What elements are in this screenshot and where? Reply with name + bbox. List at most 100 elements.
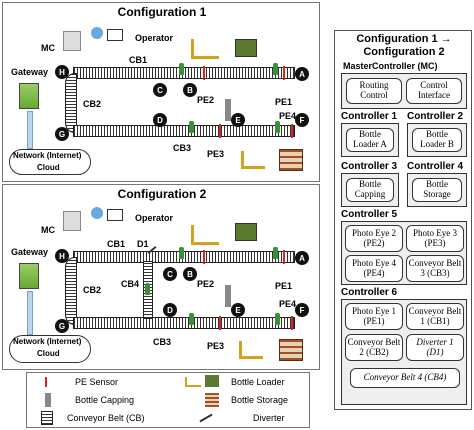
operator-icon	[91, 207, 103, 219]
bottle-storage-rack-icon	[279, 339, 303, 361]
gateway-label: Gateway	[11, 247, 49, 257]
gateway-server-icon	[19, 83, 39, 109]
mc-computer-icon	[63, 31, 81, 51]
c5-title: Controller 5	[341, 209, 398, 220]
pe2-sensor	[203, 250, 205, 264]
bottle	[189, 121, 194, 133]
pe4-sensor	[291, 316, 293, 330]
node-h: H	[55, 65, 69, 79]
bottle	[179, 247, 184, 259]
d1-label: D1	[137, 239, 149, 249]
pe1-label: PE1	[275, 97, 293, 107]
pe3-label: PE3	[207, 341, 225, 351]
network-label: Network (Internet)	[13, 151, 82, 160]
control-interface-pill: Control Interface	[406, 78, 462, 104]
controllers-title-line2: Configuration 2	[363, 46, 445, 58]
diverter-legend-icon	[199, 413, 213, 423]
cloud-label: Cloud	[37, 349, 60, 358]
c4-title: Controller 4	[407, 161, 464, 172]
cb1-belt	[73, 251, 295, 263]
bottle-capping-legend-icon	[45, 393, 51, 407]
robot-arm-icon	[191, 39, 219, 59]
bottle	[273, 63, 278, 75]
c4-box: Bottle Storage	[407, 173, 467, 207]
config2-panel: Configuration 2 MC Operator Gateway CB1 …	[2, 184, 320, 370]
bottle	[275, 121, 280, 133]
controllers-title-line1: Configuration 1 →	[356, 33, 452, 45]
robot-arm-icon	[241, 151, 265, 169]
routing-control-pill: Routing Control	[346, 78, 402, 104]
node-b: B	[183, 83, 197, 97]
node-a: A	[295, 251, 309, 265]
controllers-panel: Configuration 1 → Configuration 2 Master…	[334, 30, 472, 410]
bottle-loader-crate-icon	[235, 223, 257, 241]
node-c: C	[153, 83, 167, 97]
node-h: H	[55, 249, 69, 263]
robot-arm-icon	[239, 341, 263, 359]
mc-label: MC	[41, 43, 55, 53]
bottle	[179, 63, 184, 75]
node-d: D	[163, 303, 177, 317]
conveyor-belt-legend-icon	[41, 411, 53, 425]
c1-title: Controller 1	[341, 111, 398, 122]
pe1-pill: Photo Eye 1 (PE1)	[345, 303, 403, 330]
c2-box: Bottle Loader B	[407, 123, 467, 157]
pe3-sensor	[219, 124, 221, 138]
robot-arm-icon	[191, 225, 219, 245]
cloud-shape	[9, 335, 91, 363]
cb1-pill: Conveyor Belt 1 (CB1)	[406, 303, 464, 330]
cb2-belt	[65, 73, 77, 133]
config1-panel: Configuration 1 MC Operator Gateway CB1 …	[2, 2, 320, 182]
bottle-loader-a-pill: Bottle Loader A	[346, 128, 394, 152]
bottle	[145, 283, 150, 295]
bottle-capping-pill: Bottle Capping	[346, 178, 394, 202]
bottle-capping-icon	[225, 99, 231, 121]
pe4-pill: Photo Eye 4 (PE4)	[345, 255, 403, 282]
bottle-loader-legend-icon	[185, 377, 201, 387]
pe2-label: PE2	[197, 279, 215, 289]
cb3-label: CB3	[173, 143, 192, 153]
legend-bottle-capping: Bottle Capping	[75, 395, 135, 405]
operator-label: Operator	[135, 33, 174, 43]
legend-pe-sensor: PE Sensor	[75, 377, 119, 387]
node-g: G	[55, 127, 69, 141]
cb1-belt	[73, 67, 295, 79]
node-f: F	[295, 113, 309, 127]
pe4-sensor	[291, 124, 293, 138]
cb3-label: CB3	[153, 337, 172, 347]
cb2-belt	[65, 257, 77, 325]
node-e: E	[231, 113, 245, 127]
legend-bottle-storage: Bottle Storage	[231, 395, 289, 405]
mc-title: MasterController (MC)	[343, 61, 438, 71]
bottle-capping-icon	[225, 285, 231, 307]
node-f: F	[295, 303, 309, 317]
mc-computer-icon	[63, 211, 81, 231]
legend-panel: PE Sensor Bottle Capping Conveyor Belt (…	[26, 372, 310, 428]
c3-box: Bottle Capping	[341, 173, 399, 207]
pe-sensor-legend-icon	[45, 377, 47, 387]
cloud-shape	[9, 149, 91, 175]
cb3-pill: Conveyor Belt 3 (CB3)	[406, 255, 464, 282]
cb1-label: CB1	[107, 239, 126, 249]
cb2-label: CB2	[83, 99, 102, 109]
bottle-storage-legend-icon	[205, 393, 219, 407]
cb3-belt	[73, 317, 295, 329]
network-link-arrow	[27, 291, 33, 335]
operator-monitor-icon	[107, 209, 123, 221]
d1-pill: Diverter 1 (D1)	[406, 334, 464, 361]
config2-title: Configuration 2	[117, 187, 207, 201]
cb1-label: CB1	[129, 55, 148, 65]
c6-title: Controller 6	[341, 287, 398, 298]
pe2-pill: Photo Eye 2 (PE2)	[345, 225, 403, 252]
cb4-label: CB4	[121, 279, 140, 289]
c1-box: Bottle Loader A	[341, 123, 399, 157]
c6-box: Photo Eye 1 (PE1) Conveyor Belt 1 (CB1) …	[341, 299, 467, 405]
mc-label: MC	[41, 225, 55, 235]
mc-box: Routing Control Control Interface	[341, 73, 467, 109]
cloud-label: Cloud	[37, 163, 60, 172]
pe2-sensor	[203, 66, 205, 80]
bottle-storage-rack-icon	[279, 149, 303, 171]
pe4-label: PE4	[279, 111, 297, 121]
operator-icon	[91, 27, 103, 39]
legend-diverter: Diverter	[253, 413, 285, 423]
